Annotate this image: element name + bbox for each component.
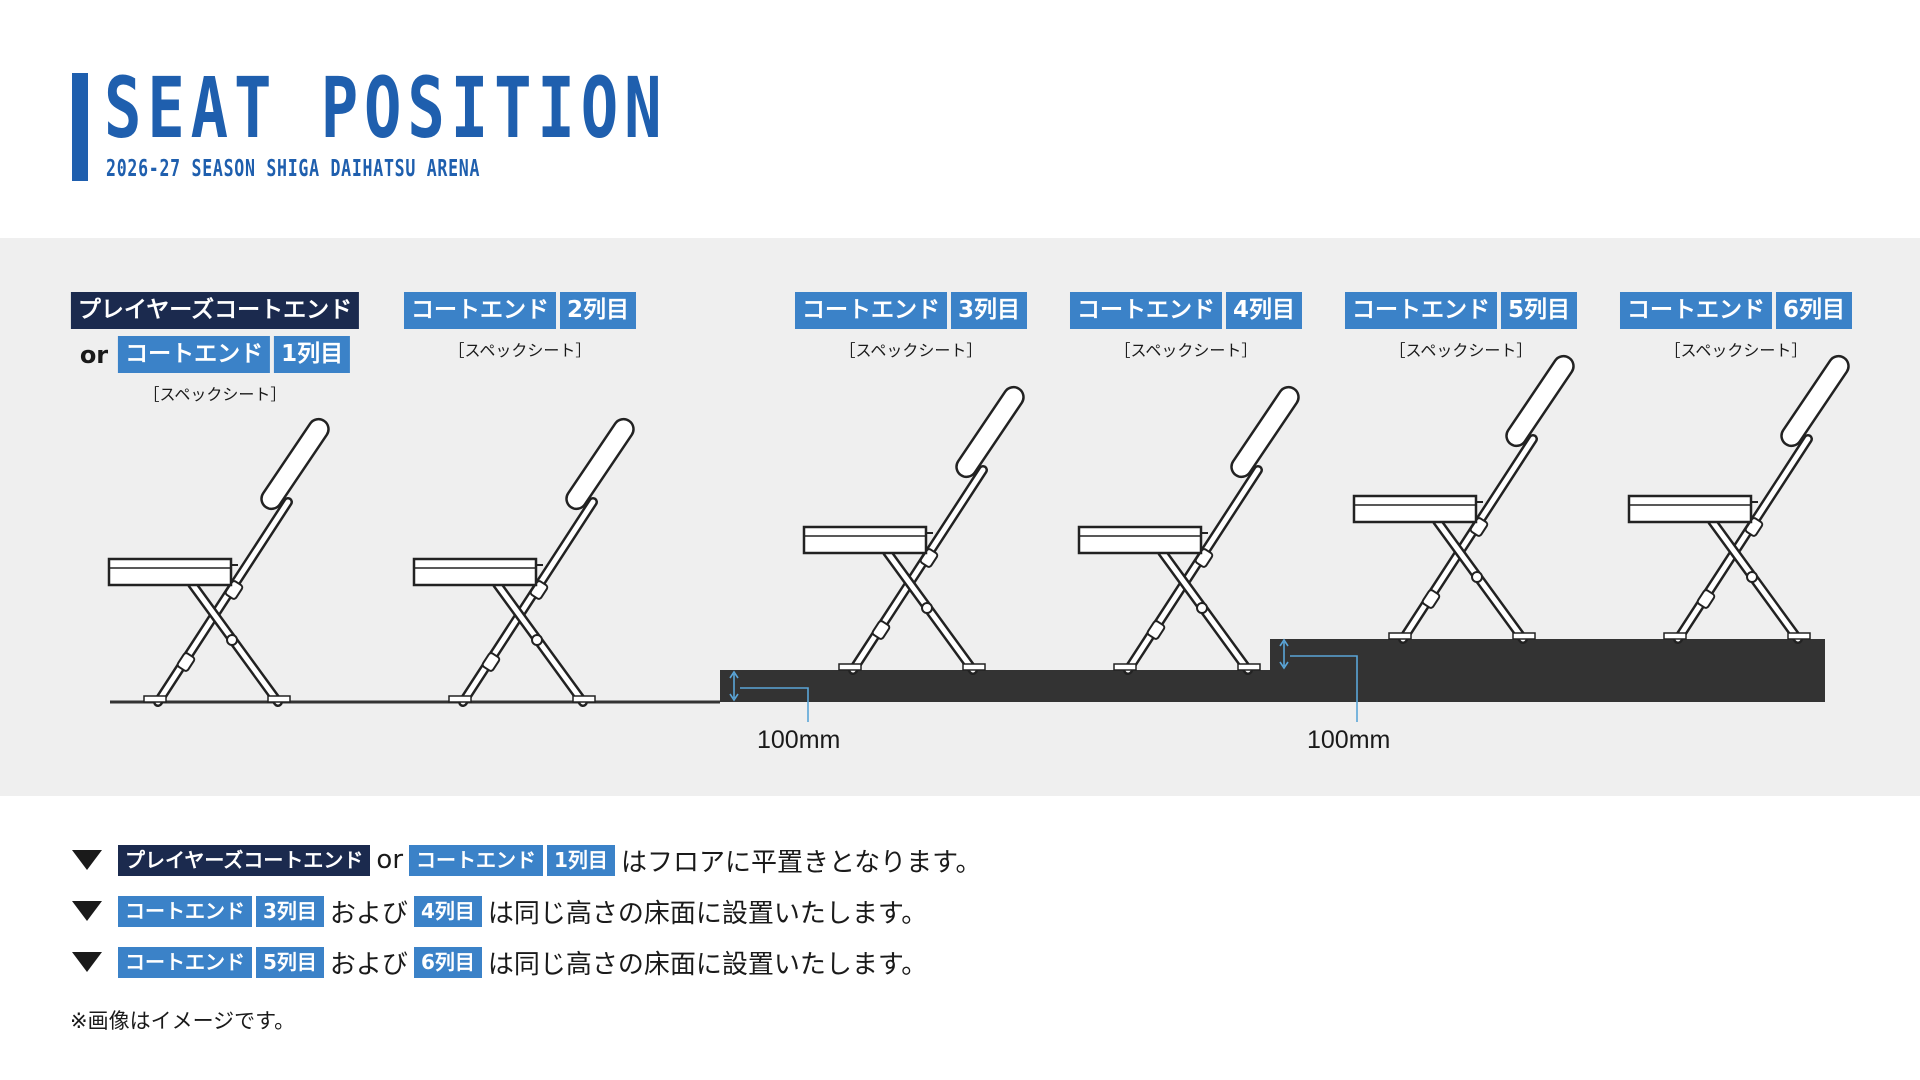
note-tag: 1列目 <box>547 844 615 876</box>
folding-chair-icon <box>804 383 1027 670</box>
tag-row-1: 1列目 <box>274 336 351 373</box>
note-tag: 5列目 <box>256 946 324 978</box>
tag-court-end: コートエンド <box>1069 292 1222 329</box>
notes-list: プレイヤーズコートエンド or コートエンド 1列目 はフロアに平置きとなります… <box>72 842 988 995</box>
note-tag: コートエンド <box>118 895 252 927</box>
platform-step-1 <box>720 670 1276 702</box>
note-tag: 4列目 <box>413 895 482 927</box>
seat-label-3: コートエンド 3列目 ［スペックシート］ <box>794 292 1028 361</box>
spec-sheet-label: ［スペックシート］ <box>839 341 983 360</box>
note-tag: 3列目 <box>256 895 324 927</box>
tag-court-end: コートエンド <box>1619 292 1772 329</box>
dimension-marker-2 <box>1279 638 1358 722</box>
or-word: or <box>79 340 109 369</box>
tag-court-end: コートエンド <box>118 336 271 373</box>
tag-court-end: コートエンド <box>794 292 947 329</box>
note-text: は同じ高さの床面に設置いたします。 <box>487 949 928 980</box>
note-row-3: コートエンド 5列目 および 6列目 は同じ高さの床面に設置いたします。 <box>72 944 988 980</box>
note-tag: 6列目 <box>413 946 482 978</box>
platform-step-2 <box>1270 639 1825 702</box>
title-accent-bar <box>72 73 88 181</box>
seat-label-1: プレイヤーズコートエンド or コートエンド 1列目 ［スペックシート］ <box>70 292 360 405</box>
seat-label-4: コートエンド 4列目 ［スペックシート］ <box>1069 292 1303 361</box>
footnote: ※画像はイメージです。 <box>70 1009 296 1033</box>
tag-court-end: コートエンド <box>1344 292 1497 329</box>
note-text: は同じ高さの床面に設置いたします。 <box>487 898 928 929</box>
dimension-marker-1 <box>729 670 809 722</box>
folding-chair-icon <box>414 415 637 702</box>
note-text: および <box>329 898 408 929</box>
tag-players-court-end: プレイヤーズコートエンド <box>70 292 360 329</box>
tag-row-5: 5列目 <box>1500 292 1578 329</box>
seat-label-5: コートエンド 5列目 ［スペックシート］ <box>1344 292 1578 361</box>
triangle-down-icon <box>72 901 102 921</box>
note-tag: プレイヤーズコートエンド <box>118 844 371 876</box>
seat-diagram <box>0 238 1920 722</box>
note-row-2: コートエンド 3列目 および 4列目 は同じ高さの床面に設置いたします。 <box>72 893 988 929</box>
dimension-label-2: 100mm <box>1307 726 1391 754</box>
dimension-label-1: 100mm <box>757 726 841 754</box>
spec-sheet-label: ［スペックシート］ <box>448 341 592 360</box>
triangle-down-icon <box>72 952 102 972</box>
seat-label-6: コートエンド 6列目 ［スペックシート］ <box>1619 292 1853 361</box>
note-tag: コートエンド <box>409 844 544 876</box>
note-tag: コートエンド <box>118 946 252 978</box>
tag-court-end: コートエンド <box>403 292 556 329</box>
spec-sheet-label: ［スペックシート］ <box>1114 341 1258 360</box>
note-text: および <box>329 949 408 980</box>
page-subtitle: 2026-27 SEASON SHIGA DAIHATSU ARENA <box>106 156 481 182</box>
note-text: はフロアに平置きとなります。 <box>620 847 982 878</box>
tag-row-2: 2列目 <box>559 292 637 329</box>
page-title: SEAT POSITION <box>104 59 668 157</box>
tag-row-4: 4列目 <box>1225 292 1303 329</box>
folding-chair-icon <box>1629 352 1852 639</box>
note-row-1: プレイヤーズコートエンド or コートエンド 1列目 はフロアに平置きとなります… <box>72 842 988 878</box>
spec-sheet-label: ［スペックシート］ <box>143 385 287 404</box>
folding-chair-icon <box>1079 383 1302 670</box>
seat-diagram-panel: 100mm 100mm プレイヤーズコートエンド or コートエンド 1列目 ［… <box>0 238 1920 796</box>
seat-label-2: コートエンド 2列目 ［スペックシート］ <box>403 292 637 361</box>
spec-sheet-label: ［スペックシート］ <box>1664 341 1808 360</box>
tag-row-6: 6列目 <box>1775 292 1853 329</box>
folding-chair-icon <box>109 415 332 702</box>
folding-chair-icon <box>1354 352 1577 639</box>
note-text: or <box>376 845 404 875</box>
tag-row-3: 3列目 <box>950 292 1028 329</box>
spec-sheet-label: ［スペックシート］ <box>1389 341 1533 360</box>
triangle-down-icon <box>72 850 102 870</box>
